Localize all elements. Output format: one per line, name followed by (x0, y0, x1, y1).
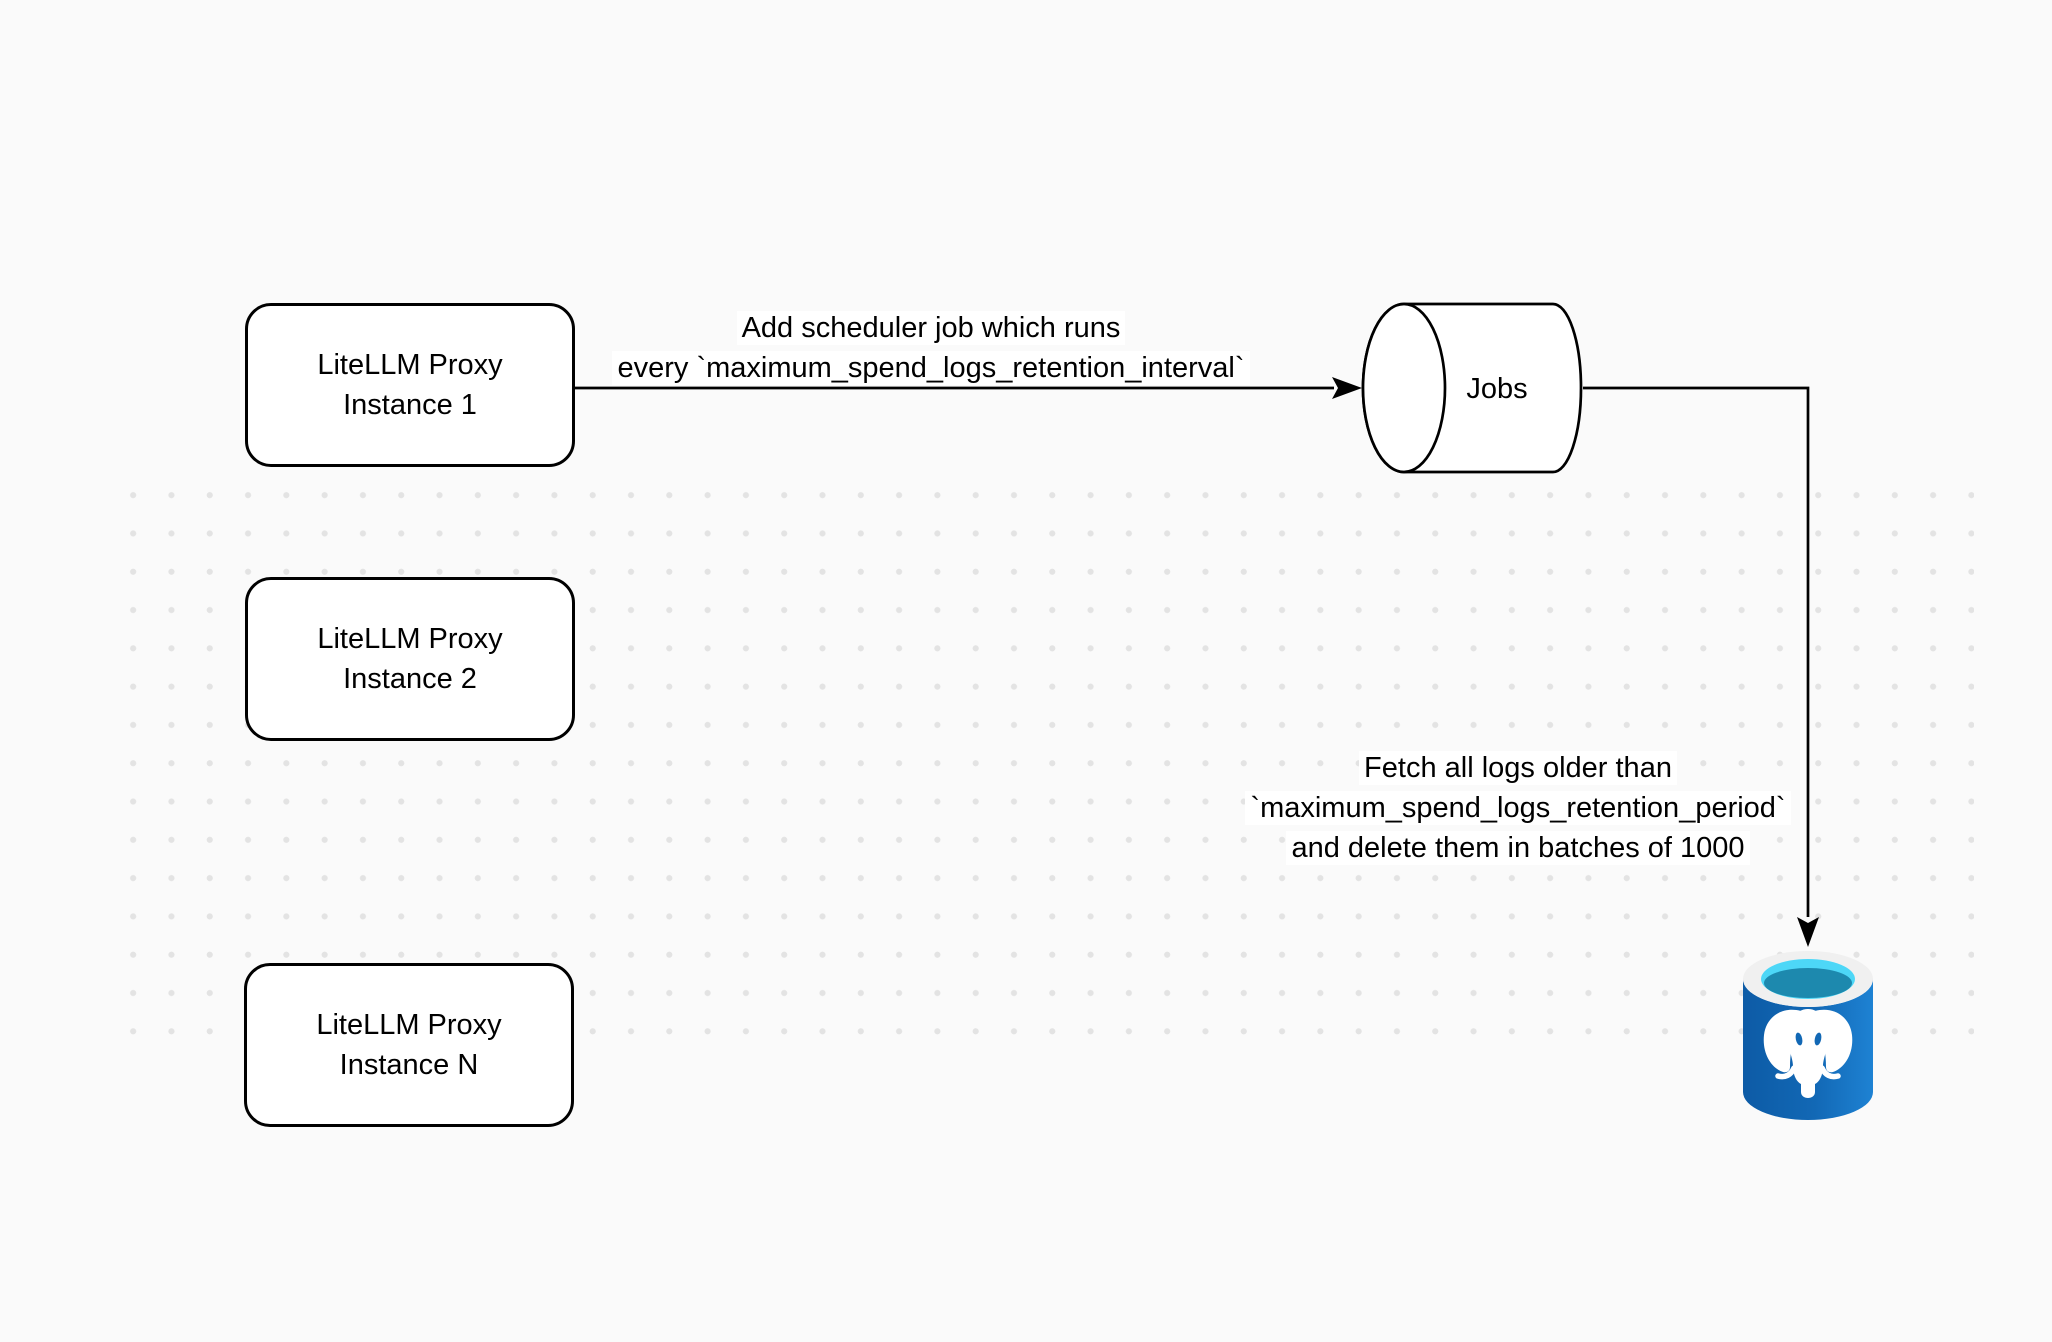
cleanup-edge-line (1583, 386, 1810, 917)
schedule-edge-label-text: Add scheduler job which runs every `maxi… (612, 311, 1250, 385)
cleanup-edge-label: Fetch all logs older than `maximum_spend… (1173, 748, 1863, 868)
proxy-instance-2-node: LiteLLM Proxy Instance 2 (245, 577, 575, 741)
proxy-instance-n-label: LiteLLM Proxy Instance N (316, 1009, 502, 1081)
proxy-instance-n-node: LiteLLM Proxy Instance N (244, 963, 574, 1127)
elephant-left-eye (1795, 1032, 1803, 1046)
elephant-right-tusk (1819, 1065, 1841, 1080)
cleanup-edge-label-text: Fetch all logs older than `maximum_spend… (1245, 751, 1791, 865)
elephant-right-eye (1814, 1032, 1822, 1046)
jobs-label: Jobs (1466, 373, 1527, 405)
jobs-cylinder-cap (1361, 302, 1447, 474)
schedule-edge-label: Add scheduler job which runs every `maxi… (560, 308, 1302, 388)
database-water-shade (1764, 968, 1852, 998)
elephant-left-tusk (1775, 1065, 1797, 1080)
postgres-elephant-logo (1763, 1009, 1853, 1098)
proxy-instance-1-node: LiteLLM Proxy Instance 1 (245, 303, 575, 467)
proxy-instance-2-label: LiteLLM Proxy Instance 2 (317, 623, 503, 695)
schedule-arrowhead-icon (1332, 377, 1362, 399)
proxy-instance-1-label: LiteLLM Proxy Instance 1 (317, 349, 503, 421)
postgresql-database-icon (1743, 951, 1873, 1120)
cleanup-arrowhead-icon (1797, 917, 1819, 947)
jobs-queue-node: Jobs (1361, 302, 1583, 474)
